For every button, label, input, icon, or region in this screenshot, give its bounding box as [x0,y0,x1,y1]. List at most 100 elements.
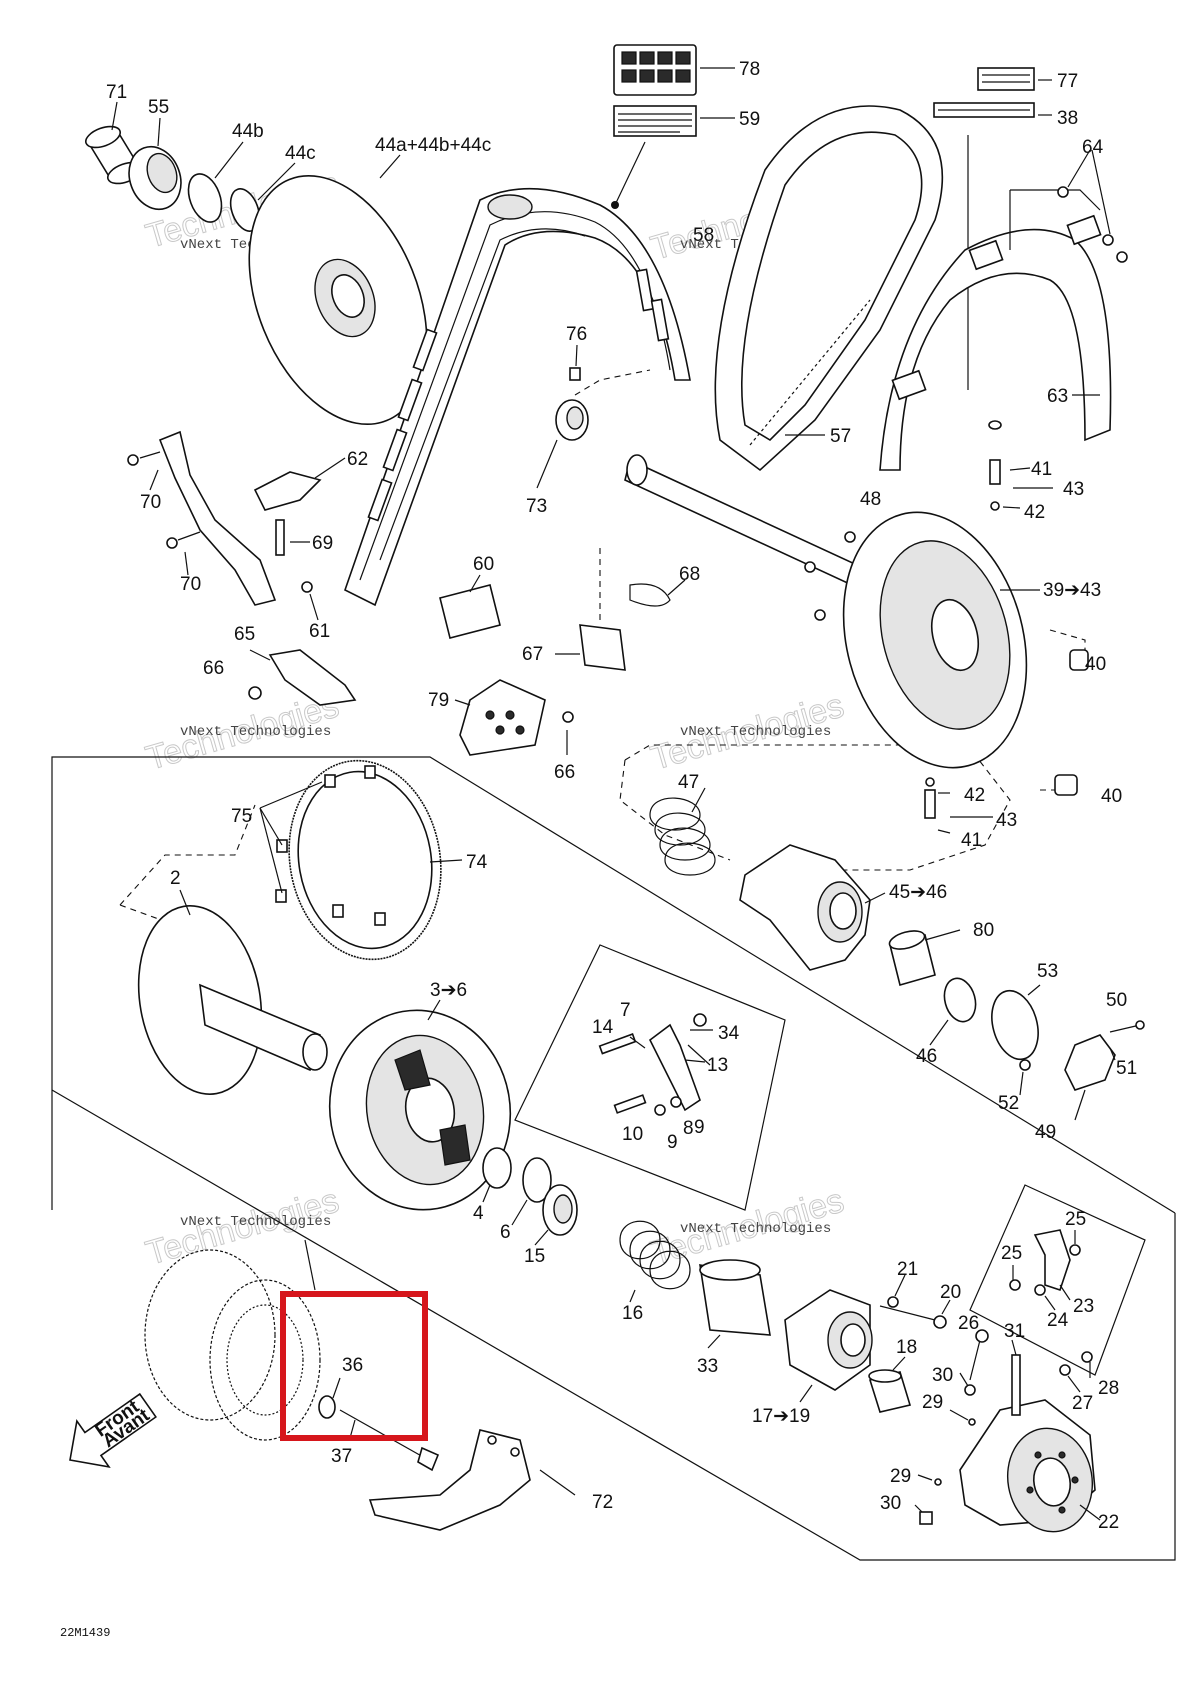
callout-79: 79 [428,690,449,711]
callout-3-6: 3➔6 [430,980,467,1001]
callout-53: 53 [1037,961,1058,982]
hardware-26-31 [914,1329,1093,1525]
callout-43-bottom: 43 [996,810,1017,831]
assembly-outline [51,744,1176,1561]
flyweight-inset [1009,1229,1081,1311]
callout-57: 57 [830,426,851,447]
callout-23: 23 [1073,1296,1094,1317]
callout-16: 16 [622,1303,643,1324]
spring-16 [619,1220,691,1303]
spider-17-19 [784,1289,873,1403]
circlip-44b [187,141,244,223]
nut-51-52 [1019,1047,1116,1096]
callout-14: 14 [592,1017,614,1038]
callout-64: 64 [1082,137,1104,158]
hardware-41-43 [924,459,1053,834]
callout-30-bottom: 30 [880,1493,901,1514]
callout-42-top: 42 [1024,502,1045,523]
ring-44c [229,162,296,232]
clip-68 [629,579,686,607]
callout-31: 31 [1004,1321,1025,1342]
washer-36 [318,1377,341,1419]
bolt-50 [1109,1020,1145,1033]
callout-17-19: 17➔19 [752,1406,810,1427]
callout-10: 10 [622,1124,643,1145]
callout-9-right: 9 [694,1117,705,1138]
callout-77: 77 [1057,71,1078,92]
nut-66b [562,711,574,755]
callout-6: 6 [500,1222,511,1243]
ring-gear-74 [259,759,463,961]
support-69 [275,519,310,556]
callout-24: 24 [1047,1310,1069,1331]
callout-76: 76 [566,324,587,345]
callout-59: 59 [739,109,760,130]
guard-cover-63 [879,189,1112,471]
callout-62: 62 [347,449,368,470]
callout-30-top: 30 [932,1365,953,1386]
callout-29-bottom: 29 [890,1466,911,1487]
watermark-text: vNext Technologies [180,1214,331,1230]
warning-decal-59 [613,105,735,206]
warning-decal-78 [613,44,735,96]
callout-80: 80 [973,920,994,941]
watermark-text: vNext Technologies [180,724,331,740]
hinge-67 [555,545,626,671]
cam-45-46 [739,844,886,971]
callout-29-top: 29 [922,1392,943,1413]
watermark-text: vNext Technologies [680,724,831,740]
callout-33: 33 [697,1356,718,1377]
callout-43-top: 43 [1063,479,1084,500]
callout-45-46: 45➔46 [889,882,947,903]
callout-4: 4 [473,1203,484,1224]
callout-15: 15 [524,1246,545,1267]
callout-labels: 71 55 44b 44c 44a+44b+44c 78 59 77 38 64… [106,59,1137,1533]
bearing-55 [128,117,182,211]
governor-22 [959,1399,1101,1533]
callout-40-bottom: 40 [1101,786,1122,807]
plate-60 [439,574,501,639]
washer-53 [991,984,1041,1061]
fixed-sheave-44 [248,154,428,426]
bushing-18 [868,1356,912,1413]
callout-74: 74 [466,852,488,873]
callout-22: 22 [1098,1512,1119,1533]
nut-61 [301,581,319,621]
callout-27: 27 [1072,1393,1093,1414]
movable-sheave-3-6 [328,999,512,1211]
bearing-73 [536,369,651,489]
callout-18: 18 [896,1337,917,1358]
bracket-49 [1064,1034,1116,1121]
callout-61: 61 [309,621,330,642]
callout-25-top: 25 [1065,1209,1086,1230]
callout-9-left: 9 [667,1132,678,1153]
callout-50: 50 [1106,990,1127,1011]
washer-21 [887,1274,906,1308]
callout-68: 68 [679,564,700,585]
diagram-code: 22M1439 [60,1626,110,1640]
callout-38: 38 [1057,108,1078,129]
bushing-76 [569,344,581,381]
ramp-inset [598,1013,713,1116]
callout-7: 7 [620,1000,631,1021]
callout-48: 48 [860,489,881,510]
callout-21: 21 [897,1259,918,1280]
callout-26: 26 [958,1313,979,1334]
circlip-6 [511,1157,552,1226]
bracket-62 [253,457,346,511]
callout-44b: 44b [232,121,264,142]
sleeve-33 [699,1259,771,1349]
callout-66-left: 66 [203,658,224,679]
spring-47 [649,787,716,876]
belt-guard-58 [344,187,691,607]
callout-73: 73 [526,496,547,517]
bolt-37 [339,1409,440,1472]
callout-2: 2 [170,868,181,889]
callout-41-bottom: 41 [961,830,982,851]
watermark-text: vNext Technologies [680,1221,831,1237]
callout-39-43: 39➔43 [1043,580,1101,601]
highlight-box [280,1291,428,1441]
callout-8: 8 [683,1118,694,1139]
fixed-sheave-2 [137,889,328,1095]
